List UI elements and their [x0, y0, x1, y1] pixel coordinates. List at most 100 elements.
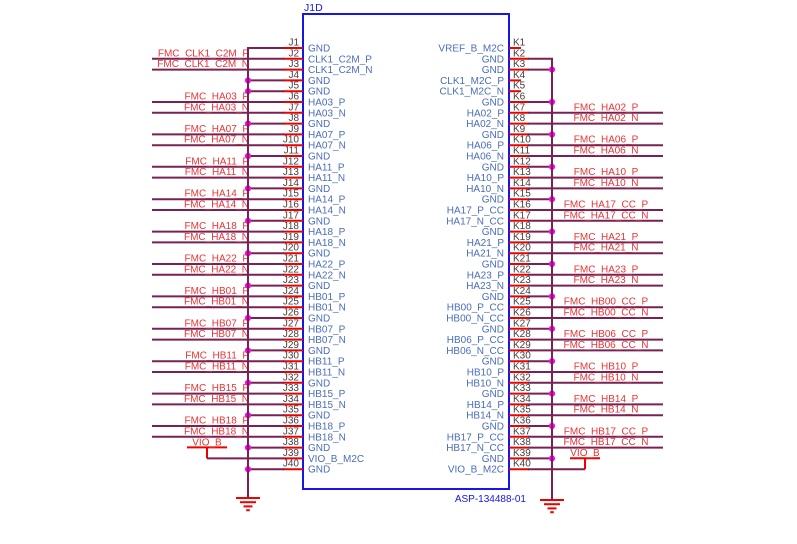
net-label: FMC_HB06_CC_P [564, 329, 649, 340]
pin-number: J7 [288, 102, 299, 113]
pin-number: J26 [283, 308, 300, 319]
pin-name: GND [482, 195, 504, 206]
pin-name: HA07_N [308, 141, 346, 152]
net-label: FMC_HB18_P [185, 416, 250, 427]
pin-name: GND [308, 411, 330, 422]
net-label: FMC_HA17_CC_N [563, 210, 648, 221]
pin-name: HA21_N [466, 249, 504, 260]
net-label: FMC_HB17_CC_P [564, 426, 649, 437]
pin-number: J25 [283, 297, 300, 308]
pin-name: HB07_N [308, 335, 346, 346]
pin-number: J33 [283, 383, 300, 394]
pin-number: J16 [283, 200, 300, 211]
net-label: FMC_HA07_P [185, 124, 250, 135]
pin-number: K34 [513, 394, 531, 405]
net-label: FMC_HB11_P [185, 351, 249, 362]
pin-name: HA21_P [467, 238, 505, 249]
net-label: FMC_HB01_N [184, 297, 249, 308]
net-label: FMC_HB01_P [185, 286, 250, 297]
pin-name: GND [308, 152, 330, 163]
net-label: FMC_HA02_N [573, 113, 638, 124]
pin-name: GND [308, 314, 330, 325]
pin-number: J13 [283, 167, 300, 178]
pin-number: J30 [283, 351, 300, 362]
net-label: FMC_HA10_N [573, 178, 638, 189]
pin-number: K17 [513, 210, 531, 221]
pin-number: K13 [513, 167, 531, 178]
pin-name: HB07_P [308, 324, 346, 335]
pin-name: HA23_P [467, 270, 505, 281]
net-label: FMC_HB10_P [574, 362, 639, 373]
pin-number: K32 [513, 372, 531, 383]
net-label: FMC_HA18_N [184, 232, 249, 243]
net-label: FMC_HA03_N [184, 102, 249, 113]
pin-name: HA18_P [308, 227, 346, 238]
pin-number: K28 [513, 329, 531, 340]
part-number-label: ASP-134488-01 [455, 494, 527, 505]
pin-name: HB00_N_CC [446, 314, 504, 325]
pin-number: K21 [513, 254, 531, 265]
pin-name: GND [482, 54, 504, 65]
net-label: FMC_CLK1_C2M_P [158, 48, 249, 59]
pin-name: HA22_N [308, 270, 346, 281]
pin-name: HA22_P [308, 260, 346, 271]
net-label: FMC_HA03_P [185, 92, 250, 103]
pin-name: GND [482, 292, 504, 303]
pin-name: GND [308, 378, 330, 389]
pin-number: K23 [513, 275, 531, 286]
pin-name: HA10_N [466, 184, 504, 195]
pin-name: GND [482, 454, 504, 465]
pin-number: K14 [513, 178, 531, 189]
net-label: FMC_HB11_N [185, 362, 249, 373]
pin-name: HA03_P [308, 98, 346, 109]
pin-number: J12 [283, 156, 300, 167]
pin-number: K12 [513, 156, 531, 167]
pin-name: HB11_P [308, 357, 345, 368]
pin-name: HA06_N [466, 152, 504, 163]
pin-name: HB17_P_CC [447, 432, 504, 443]
pin-number: K26 [513, 308, 531, 319]
pin-name: HA06_P [467, 141, 505, 152]
pin-number: K9 [513, 124, 526, 135]
pin-name: HA18_N [308, 238, 346, 249]
net-label: FMC_HB10_N [573, 372, 638, 383]
pin-name: HB00_P_CC [447, 303, 504, 314]
pin-number: K40 [513, 459, 531, 470]
pin-name: GND [482, 389, 504, 400]
pin-number: J3 [288, 59, 299, 70]
pin-number: K24 [513, 286, 531, 297]
pin-name: GND [482, 260, 504, 271]
vio-net-label: VIO_B [192, 437, 222, 448]
pin-number: J15 [283, 189, 300, 200]
pin-name: CLK1_M2C_N [440, 87, 504, 98]
pin-number: J31 [283, 362, 300, 373]
pin-number: K11 [513, 146, 530, 157]
refdes-label: J1D [304, 2, 323, 14]
pin-number: K2 [513, 48, 526, 59]
pin-name: GND [308, 76, 330, 87]
pin-number: K36 [513, 416, 531, 427]
pin-name: HB10_N [466, 378, 504, 389]
pin-name: HB18_P [308, 422, 346, 433]
pin-name: HA07_P [308, 130, 346, 141]
pin-number: J11 [284, 146, 300, 157]
net-label: FMC_HB00_CC_N [563, 308, 648, 319]
pin-name: CLK1_M2C_P [440, 76, 504, 87]
pin-number: J9 [288, 124, 299, 135]
pin-number: J18 [283, 221, 300, 232]
pins-layer: J1GNDJ2CLK1_C2M_PFMC_CLK1_C2M_PJ3CLK1_C2… [152, 38, 663, 514]
pin-number: J17 [283, 210, 300, 221]
net-label: FMC_HA18_P [185, 221, 250, 232]
pin-name: GND [482, 357, 504, 368]
pin-number: J36 [283, 416, 300, 427]
pin-number: J29 [283, 340, 300, 351]
pin-name: HB15_N [308, 400, 346, 411]
pin-name: VREF_B_M2C [438, 44, 504, 55]
pin-name: HB14_N [466, 411, 504, 422]
net-label: FMC_HA11_N [185, 167, 249, 178]
pin-name: HB06_P_CC [447, 335, 504, 346]
pin-number: J38 [283, 437, 300, 448]
pin-number: J21 [283, 254, 300, 265]
pin-number: K8 [513, 113, 526, 124]
